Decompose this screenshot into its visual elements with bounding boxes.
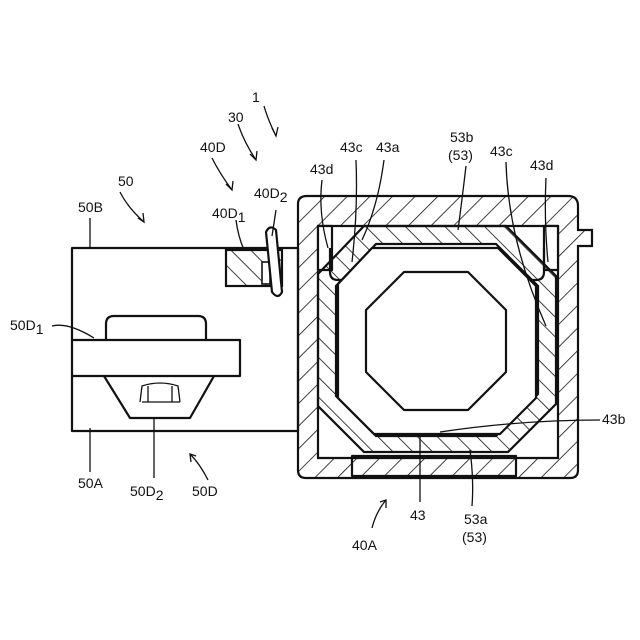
label-50D1: 50D1 <box>10 317 44 337</box>
label-43d-right: 43d <box>530 157 553 173</box>
terminal-holder-43 <box>318 226 556 452</box>
label-43c-left: 43c <box>340 139 363 155</box>
label-50B: 50B <box>78 199 103 215</box>
label-1: 1 <box>252 89 260 105</box>
label-40D1: 40D1 <box>212 205 246 225</box>
label-43b: 43b <box>602 411 626 427</box>
label-40D2: 40D2 <box>254 185 288 205</box>
label-43d-left: 43d <box>310 161 333 177</box>
clip-tab-50D2 <box>140 383 180 402</box>
label-43a: 43a <box>376 139 400 155</box>
label-40A: 40A <box>352 537 378 553</box>
label-50D2: 50D2 <box>130 483 164 503</box>
label-50: 50 <box>118 173 134 189</box>
lower-clip-50D2 <box>104 376 214 418</box>
plate-50D1 <box>72 340 240 376</box>
label-53a: 53a <box>464 511 488 527</box>
label-50D: 50D <box>192 483 218 499</box>
label-53b-paren: (53) <box>448 147 473 163</box>
label-50A: 50A <box>78 475 104 491</box>
upper-clip-50D <box>106 316 206 340</box>
label-53b: 53b <box>450 129 474 145</box>
label-43: 43 <box>410 507 426 523</box>
label-43c-right: 43c <box>490 143 513 159</box>
label-53a-paren: (53) <box>462 529 487 545</box>
label-40D: 40D <box>200 139 226 155</box>
label-30: 30 <box>228 109 244 125</box>
lock-part-40D <box>226 227 282 296</box>
